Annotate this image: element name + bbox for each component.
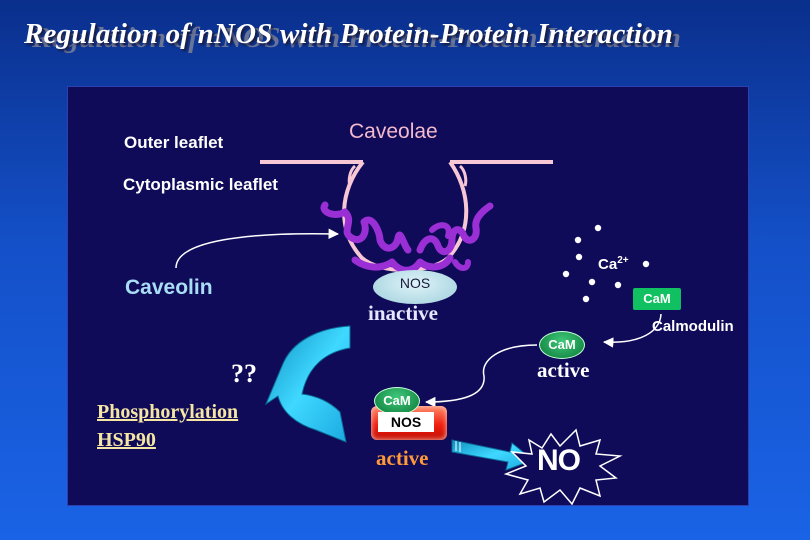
calmodulin-cam-box: CaM bbox=[633, 288, 681, 310]
straight-cyan-arrow-icon bbox=[451, 439, 534, 471]
nos-inactive-label: NOS bbox=[399, 275, 431, 291]
hsp90-label: HSP90 bbox=[97, 429, 156, 451]
calmodulin-label: Calmodulin bbox=[652, 318, 734, 335]
question-marks: ?? bbox=[231, 359, 257, 388]
calcium-symbol: Ca bbox=[598, 256, 618, 273]
no-product-label: NO bbox=[537, 444, 581, 477]
curved-cyan-arrow-icon bbox=[264, 325, 351, 443]
cam-bound-ellipse: CaM bbox=[374, 387, 420, 415]
caveolae-label: Caveolae bbox=[349, 120, 438, 143]
membrane bbox=[260, 160, 553, 272]
nos-active-label: NOS bbox=[378, 412, 434, 432]
caveolin-pointer-arrow bbox=[175, 228, 340, 269]
cam-active-state: active bbox=[537, 358, 590, 382]
nos-inactive-blob: NOS bbox=[373, 270, 457, 304]
calcium-label: Ca2+ bbox=[598, 255, 629, 273]
phosphorylation-label: Phosphorylation bbox=[97, 401, 239, 423]
nos-active-state: active bbox=[376, 446, 429, 470]
nos-inactive-state: inactive bbox=[368, 301, 438, 325]
calcium-ions bbox=[562, 224, 650, 303]
cytoplasmic-leaflet-label: Cytoplasmic leaflet bbox=[123, 175, 278, 194]
caveolin-label: Caveolin bbox=[125, 276, 213, 299]
no-starburst-icon bbox=[503, 428, 623, 506]
slide-title-shadow: Regulation of nNOS with Protein-Protein … bbox=[32, 22, 682, 54]
cam-to-nos-arrow bbox=[424, 344, 538, 408]
outer-leaflet-label: Outer leaflet bbox=[124, 133, 224, 152]
cam-active-ellipse: CaM bbox=[539, 331, 585, 359]
calcium-charge: 2+ bbox=[617, 255, 629, 266]
calmodulin-to-cam-arrow bbox=[602, 313, 662, 348]
slide-title: Regulation of nNOS with Protein-Protein … bbox=[24, 18, 674, 50]
